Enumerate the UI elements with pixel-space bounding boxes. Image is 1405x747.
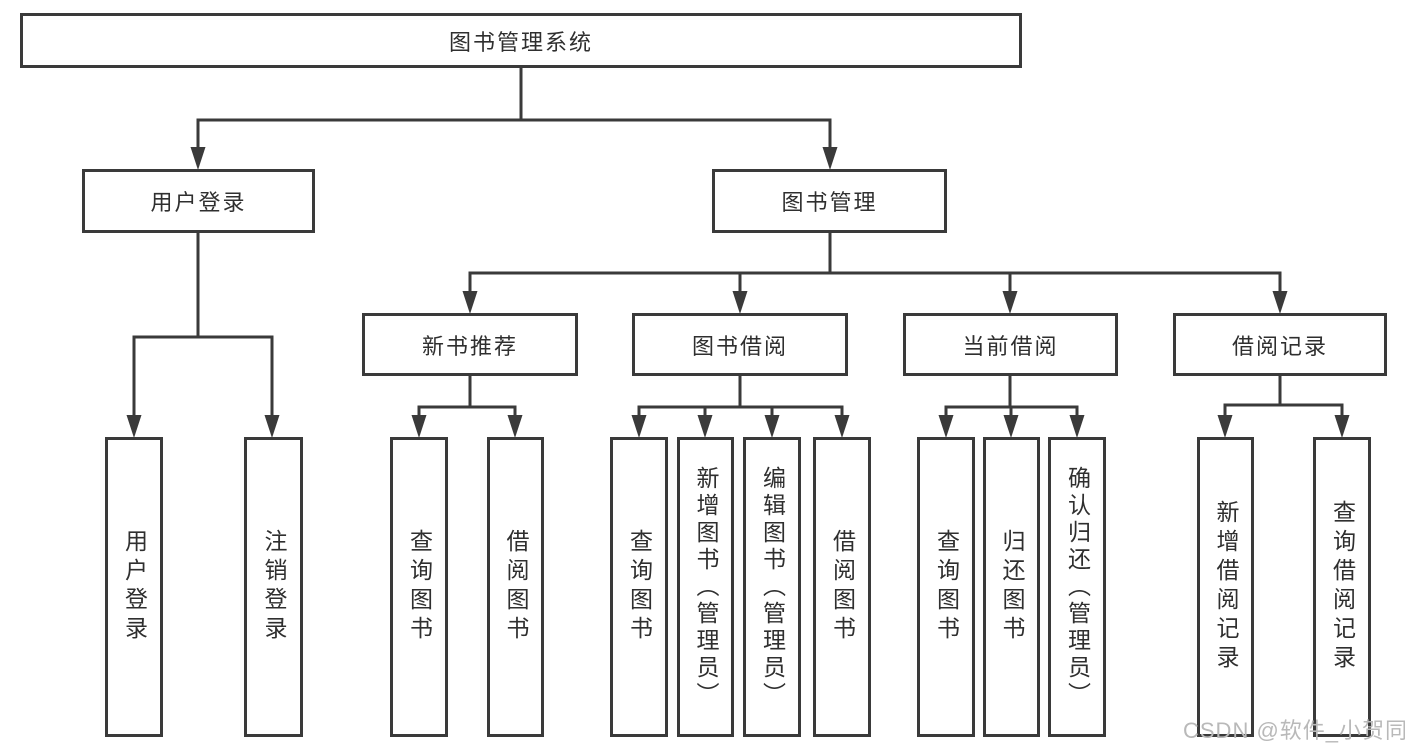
leaf-borrow-books-recommend: 借阅图书 — [487, 437, 544, 737]
node-label: 查询图书 — [933, 529, 960, 645]
node-label: 借阅图书 — [829, 529, 856, 645]
leaf-add-books-admin: 新增图书（管理员） — [677, 437, 734, 737]
node-book-borrow: 图书借阅 — [632, 313, 848, 376]
leaf-return-books: 归还图书 — [983, 437, 1040, 737]
leaf-user-login: 用户登录 — [105, 437, 163, 737]
node-label: 图书管理 — [781, 190, 878, 215]
node-label: 归还图书 — [999, 529, 1025, 645]
node-label: 编辑图书（管理员） — [759, 465, 786, 709]
node-user-login: 用户登录 — [82, 169, 315, 233]
node-label: 图书管理系统 — [448, 29, 593, 55]
node-label: 图书借阅 — [691, 333, 788, 359]
leaf-confirm-return-admin: 确认归还（管理员） — [1048, 437, 1106, 737]
leaf-logout: 注销登录 — [244, 437, 303, 737]
node-label: 查询图书 — [406, 529, 433, 645]
edge-book-management-to-level3 — [462, 233, 1288, 314]
node-label: 借阅图书 — [503, 529, 529, 645]
node-label: 借阅记录 — [1231, 333, 1328, 359]
edge-root-to-level2 — [190, 68, 838, 170]
edge-current-borrow-to-leaves — [938, 376, 1085, 438]
leaf-query-books-borrow: 查询图书 — [610, 437, 668, 737]
edge-book-borrow-to-leaves — [631, 376, 850, 438]
csdn-watermark: CSDN @软件_小贺同学 — [1183, 718, 1405, 743]
node-label: 用户登录 — [150, 190, 247, 215]
node-label: 新书推荐 — [421, 333, 518, 359]
node-label: 新增借阅记录 — [1213, 500, 1239, 674]
leaf-add-borrow-record: 新增借阅记录 — [1197, 437, 1254, 737]
node-current-borrow: 当前借阅 — [903, 313, 1118, 376]
leaf-edit-books-admin: 编辑图书（管理员） — [743, 437, 801, 737]
edge-borrow-records-to-leaves — [1217, 376, 1350, 438]
node-label: 注销登录 — [261, 529, 287, 645]
leaf-query-books-current: 查询图书 — [917, 437, 975, 737]
node-root-system: 图书管理系统 — [20, 13, 1022, 68]
node-label: 查询借阅记录 — [1329, 500, 1356, 674]
edge-user-login-to-leaves — [126, 233, 280, 438]
node-label: 新增图书（管理员） — [693, 465, 719, 709]
node-book-management: 图书管理 — [712, 169, 947, 233]
node-new-book-recommend: 新书推荐 — [362, 313, 578, 376]
leaf-query-borrow-record: 查询借阅记录 — [1313, 437, 1371, 737]
node-label: 用户登录 — [121, 529, 148, 645]
edge-new-book-to-leaves — [411, 376, 523, 438]
node-label: 当前借阅 — [962, 333, 1059, 359]
node-label: 确认归还（管理员） — [1064, 465, 1091, 709]
node-label: 查询图书 — [626, 529, 653, 645]
node-borrow-records: 借阅记录 — [1173, 313, 1387, 376]
leaf-borrow-books: 借阅图书 — [813, 437, 871, 737]
leaf-query-books-recommend: 查询图书 — [390, 437, 448, 737]
